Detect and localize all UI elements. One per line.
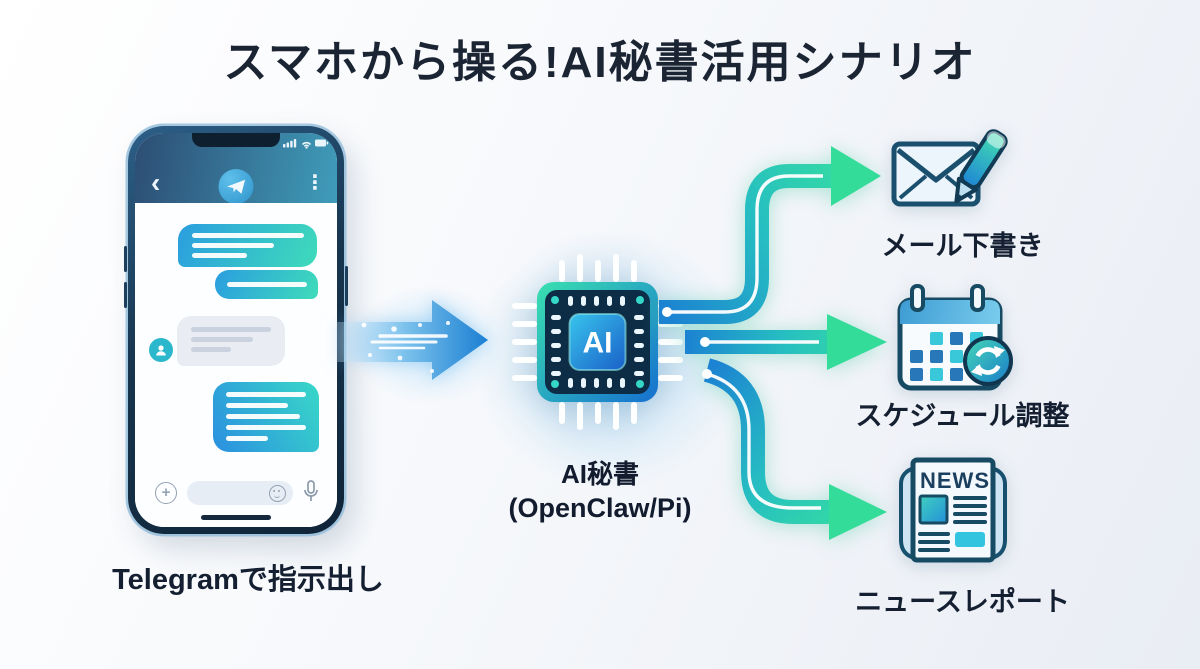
text-line [226,403,288,408]
signal-icon [283,139,297,148]
newspaper-icon: NEWS [899,457,1007,563]
chip-label-line1: AI秘書 [560,459,639,489]
text-line [191,337,253,342]
ai-to-outputs-arrows [659,146,887,540]
calendar-ring [970,284,985,312]
wifi-dot [305,146,308,149]
speed-lines [370,334,448,350]
calendar-ring [910,284,925,312]
received-message-bubble [177,316,285,366]
sent-message-bubble [213,382,319,452]
phone-caption: Telegramで指示出し [112,564,384,596]
volume-button [124,246,127,272]
phone-to-ai-arrow [336,300,488,380]
more-menu-icon[interactable]: ⋮ [305,172,325,194]
news-text-lines [918,496,987,552]
text-line [191,327,271,332]
text-line [226,392,306,397]
chip-corner-dots [551,296,644,388]
microphone-icon[interactable] [303,480,319,504]
smartphone-mockup: ‹ ⋮ [124,126,348,534]
contact-avatar [149,338,173,362]
sent-message-bubble [215,270,318,299]
message-input-bar: + [135,478,337,508]
chip-label-line2: (OpenClaw/Pi) [508,493,692,523]
message-input-field[interactable] [187,481,293,505]
arrow-to-news [702,358,887,540]
news-report-label: ニュースレポート [855,587,1070,617]
calendar-sync-icon [897,284,1013,391]
schedule-label: スケジュール調整 [855,401,1070,431]
text-line [191,347,231,352]
text-line [226,436,268,441]
news-highlight-bar [955,532,985,547]
text-line [227,282,307,287]
person-icon [156,345,166,356]
news-photo [918,494,949,525]
home-indicator [201,515,271,520]
text-line [192,253,247,258]
text-line [226,425,306,430]
text-line [192,233,304,238]
phone-screen: ‹ ⋮ [135,133,337,527]
text-line [226,414,300,419]
chip-label: AI秘書 (OpenClaw/Pi) [470,454,730,524]
chip-core [568,313,627,371]
page-title: スマホから操る!AI秘書活用シナリオ [223,38,977,87]
phone-notch [192,133,280,147]
attach-plus-icon[interactable]: + [155,482,177,504]
telegram-header: ‹ ⋮ [135,133,337,204]
wifi-icon [301,142,312,147]
speed-dots [361,321,450,373]
chat-area: + [135,203,337,527]
envelope-pen-icon [891,129,1008,207]
telegram-logo-icon [218,169,254,204]
paper-plane-icon [226,179,246,194]
pen [954,129,1008,204]
email-draft-label: メール下書き [881,231,1044,261]
chip-pins [512,254,683,430]
sent-message-bubble [178,224,317,267]
back-chevron-icon[interactable]: ‹ [151,167,161,198]
arrow-to-email [659,146,881,324]
status-icons [283,139,329,149]
volume-button [124,282,127,308]
battery-icon [315,139,329,147]
news-masthead: NEWS [920,468,990,493]
arrow-to-schedule [685,314,887,370]
sync-badge [963,336,1013,386]
text-line [192,243,274,248]
status-bar [283,136,329,154]
envelope-flap [896,148,976,183]
chip-ai-text: AI [583,327,613,360]
ai-chip-icon: AI [512,254,683,430]
power-button [345,266,348,306]
chip-dashes [551,296,644,388]
envelope-crease [898,174,928,200]
emoji-icon[interactable] [269,485,286,502]
